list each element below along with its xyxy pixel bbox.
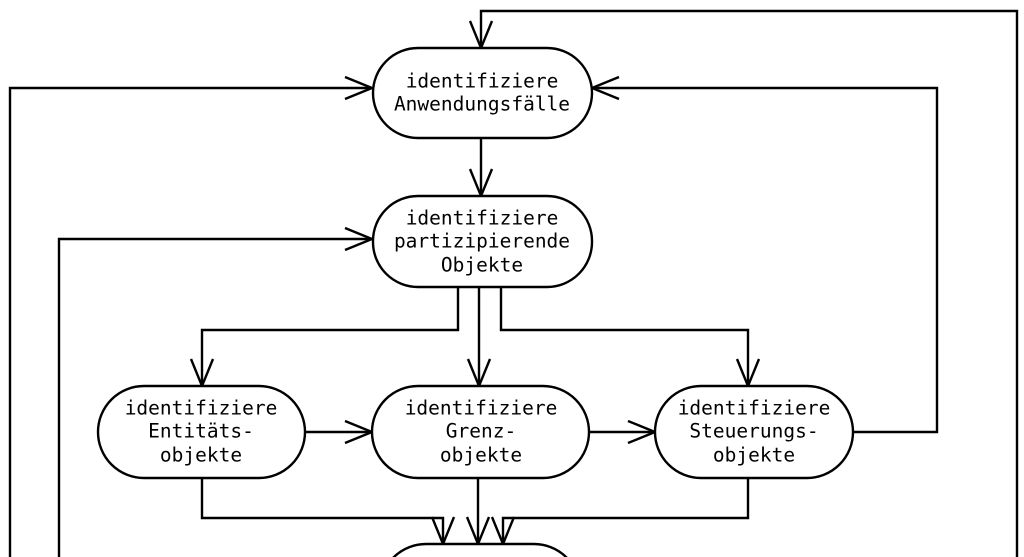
node-identifiziere-anwendungsfaelle[interactable]: identifiziere Anwendungsfälle [371,46,594,140]
node-shape-steuerungsobjekte [653,384,855,480]
edge-leftouter-to-anwendungsfaelle [8,86,372,557]
node-label-anwendungsfaelle-line2: Anwendungsfälle [394,93,570,116]
node-label-entitaetsobjekte-line3: objekte [160,444,242,467]
node-identifiziere-entitaetsobjekte[interactable]: identifiziere Entitäts- objekte [96,384,307,480]
node-identifiziere-partizipierende-objekte[interactable]: identifiziere partizipierende Objekte [371,194,594,289]
edge-partizipierende-to-entitaetsobjekte [200,287,460,386]
edge-topright-to-anwendungsfaelle [479,9,1019,557]
node-shape-entitaetsobjekte [96,384,307,480]
node-label-steuerungsobjekte-line3: objekte [713,444,795,467]
node-label-partizipierende-line1: identifiziere [406,207,559,230]
edge-steuerungsobjekte-to-bottom-node [501,478,750,544]
node-shape-partizipierende-objekte [371,194,594,289]
edge-partizipierende-to-steuerungsobjekte [499,287,750,386]
arrowhead-left-into-anwendungsfaelle [344,75,376,101]
node-bottom-partial[interactable] [380,542,580,557]
node-label-steuerungsobjekte-line1: identifiziere [678,397,831,420]
node-label-partizipierende-line3: Objekte [441,254,523,277]
node-label-grenzobjekte-line3: objekte [440,444,522,467]
node-label-grenzobjekte-line1: identifiziere [405,397,558,420]
edge-entitaetsobjekte-to-bottom-node [200,478,445,544]
node-shape-bottom-partial [392,542,568,557]
node-shape-grenzobjekte [370,384,591,480]
node-label-partizipierende-line2: partizipierende [394,230,570,253]
edges-layer [8,9,1019,557]
node-label-steuerungsobjekte-line2: Steuerungs- [689,420,818,443]
nodes-layer: identifiziere Anwendungsfälle identifizi… [96,46,855,557]
node-label-grenzobjekte-line2: Grenz- [446,420,516,443]
node-label-entitaetsobjekte-line1: identifiziere [125,397,278,420]
node-identifiziere-grenzobjekte[interactable]: identifiziere Grenz- objekte [370,384,591,480]
node-identifiziere-steuerungsobjekte[interactable]: identifiziere Steuerungs- objekte [653,384,855,480]
edge-steuerungsobjekte-to-anwendungsfaelle [592,86,939,434]
node-shape-anwendungsfaelle [371,46,594,140]
edge-leftinner-to-partizipierende-objekte [57,237,372,557]
node-label-anwendungsfaelle-line1: identifiziere [406,70,559,93]
node-label-entitaetsobjekte-line2: Entitäts- [148,420,254,443]
